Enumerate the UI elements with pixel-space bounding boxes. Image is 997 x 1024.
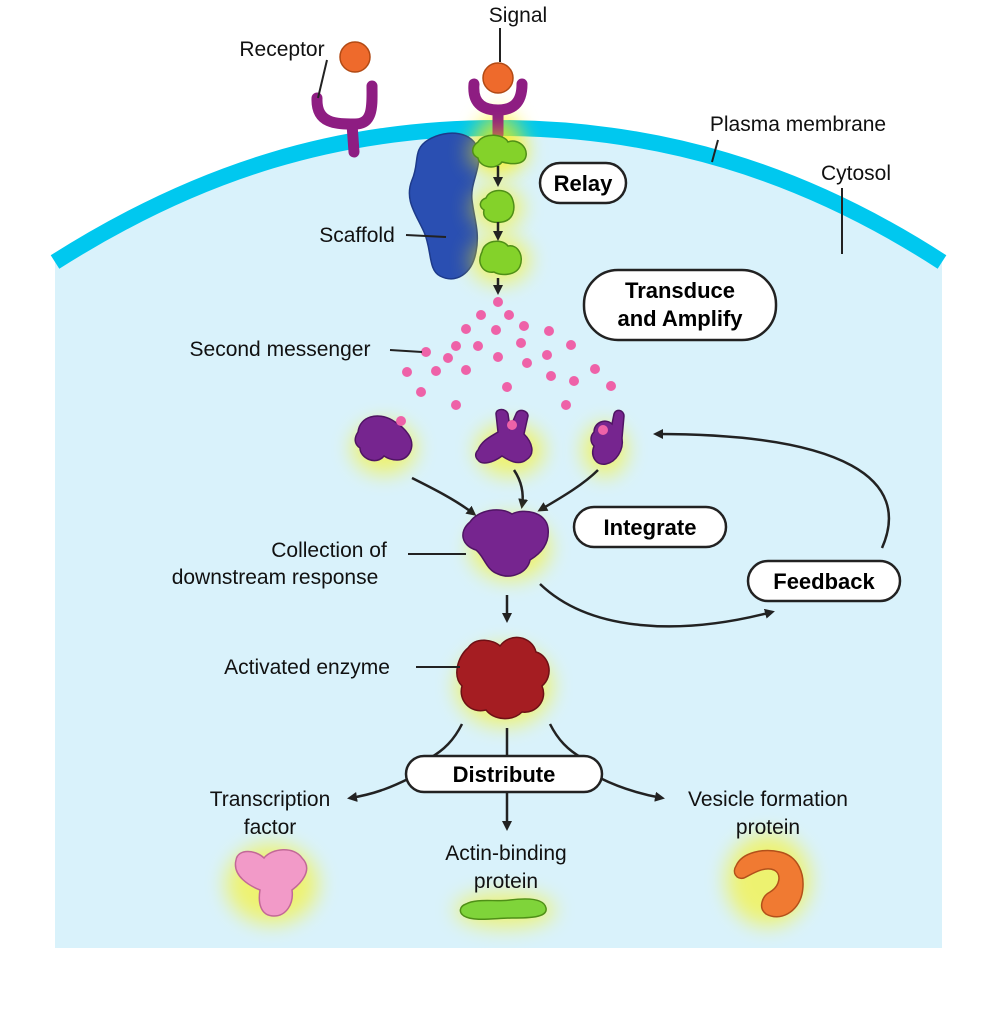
- second-messenger-dot: [461, 324, 471, 334]
- second-messenger-dot: [566, 340, 576, 350]
- second-messenger-dot: [493, 352, 503, 362]
- second-messenger-dot: [546, 371, 556, 381]
- second-messenger-dot: [502, 382, 512, 392]
- second-messenger-dot: [473, 341, 483, 351]
- plasma-membrane-label: Plasma membrane: [710, 113, 886, 136]
- second-messenger-dot: [561, 400, 571, 410]
- second-messenger-dot: [443, 353, 453, 363]
- relay-protein-1: [472, 134, 527, 168]
- second-messenger-dot: [516, 338, 526, 348]
- second-messenger-dot: [493, 297, 503, 307]
- integration-arrows: [411, 469, 599, 516]
- second-messenger-dot: [476, 310, 486, 320]
- second-messenger-dot: [451, 400, 461, 410]
- stage-distribute: Distribute: [404, 754, 604, 794]
- stage-feedback: Feedback: [746, 559, 902, 603]
- second-messenger-dot: [590, 364, 600, 374]
- vesicle-formation-label-line2: protein: [736, 816, 800, 839]
- bound-messenger-dot: [396, 416, 406, 426]
- second-messenger-dot: [461, 365, 471, 375]
- stage-transduce-amplify: Transduce and Amplify: [582, 268, 778, 342]
- second-messenger-dot: [416, 387, 426, 397]
- second-messenger-label: Second messenger: [190, 338, 371, 361]
- vesicle-formation-label-line1: Vesicle formation: [688, 788, 848, 811]
- actin-binding-label-line1: Actin-binding: [445, 842, 566, 865]
- second-messenger-dot: [504, 310, 514, 320]
- collection-label-line2: downstream response: [172, 566, 379, 589]
- second-messenger-dot: [569, 376, 579, 386]
- actin-binding-protein: [459, 898, 547, 921]
- second-messenger-dot: [542, 350, 552, 360]
- bound-messenger-dot: [598, 425, 608, 435]
- transcription-factor-protein: [234, 849, 308, 917]
- kinase-protein-3: [590, 409, 625, 465]
- cytosol-label: Cytosol: [821, 162, 891, 185]
- scaffold-label: Scaffold: [319, 224, 395, 247]
- kinase-protein-2: [474, 408, 533, 464]
- label-leader-lines: [317, 28, 843, 668]
- downstream-response-protein: [462, 509, 549, 577]
- collection-label-line1: Collection of: [271, 539, 387, 562]
- second-messenger-dot: [544, 326, 554, 336]
- second-messenger-dot: [522, 358, 532, 368]
- svg-text:Feedback: Feedback: [773, 569, 875, 594]
- svg-text:Relay: Relay: [554, 171, 613, 196]
- signal-molecule-free: [339, 41, 371, 73]
- second-messenger-dot: [402, 367, 412, 377]
- stage-relay: Relay: [538, 161, 628, 205]
- svg-text:Integrate: Integrate: [604, 515, 697, 540]
- svg-text:Transduce: Transduce: [625, 278, 735, 303]
- receptor-label: Receptor: [239, 38, 324, 61]
- vesicle-formation-protein: [733, 849, 804, 918]
- second-messenger-dot: [491, 325, 501, 335]
- second-messenger-dot: [606, 381, 616, 391]
- feedback-loop-arrows: [539, 429, 891, 628]
- kinase-protein-1: [354, 415, 413, 462]
- second-messenger-dot: [431, 366, 441, 376]
- relay-protein-2: [479, 189, 515, 224]
- second-messenger-dot: [451, 341, 461, 351]
- activated-enzyme-label: Activated enzyme: [224, 656, 390, 679]
- relay-protein-3: [479, 240, 522, 276]
- stage-integrate: Integrate: [572, 505, 728, 549]
- actin-binding-label-line2: protein: [474, 870, 538, 893]
- receptor-unbound: [311, 80, 378, 158]
- second-messenger-cloud: [402, 297, 616, 410]
- second-messenger-dot: [421, 347, 431, 357]
- transcription-factor-label-line2: factor: [244, 816, 297, 839]
- svg-text:Distribute: Distribute: [453, 762, 556, 787]
- bound-messenger-dot: [507, 420, 517, 430]
- activated-enzyme-protein: [456, 636, 550, 720]
- svg-text:and Amplify: and Amplify: [617, 306, 743, 331]
- transcription-factor-label-line1: Transcription: [210, 788, 331, 811]
- second-messenger-dot: [519, 321, 529, 331]
- signal-label: Signal: [489, 4, 547, 27]
- signal-molecule-bound: [482, 62, 514, 94]
